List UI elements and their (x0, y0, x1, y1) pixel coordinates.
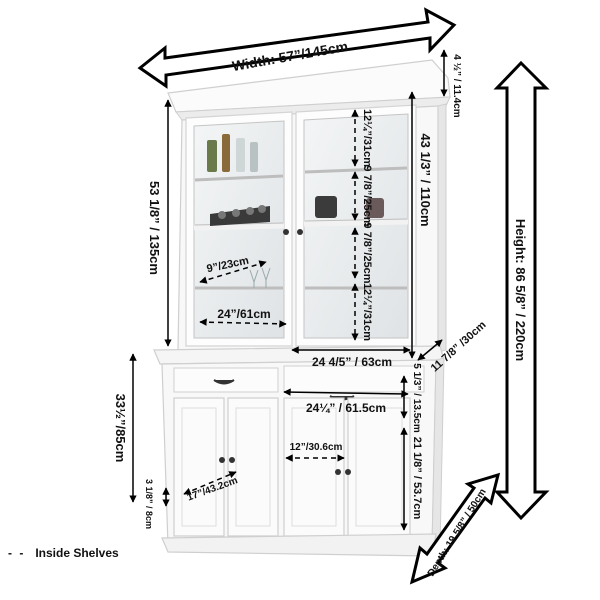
hutch-cabinet (167, 59, 451, 353)
shelf-bottles (207, 134, 258, 172)
top-molding-label: 4 ½” / 11.4cm (451, 54, 462, 117)
foot-height-label: 3 1/8” / 8cm (144, 479, 154, 529)
drawer-width-line (283, 388, 409, 398)
base-height-label: 33½”/85cm (113, 394, 128, 463)
hutch-base-width-label: 24 4/5” / 63cm (312, 355, 392, 369)
hutch-height-label: 53 1/8” / 135cm (147, 181, 162, 275)
drawer-width-label: 24¼” / 61.5cm (306, 401, 386, 415)
glass-door-height-label: 43 1/3” / 110cm (418, 133, 433, 226)
legend: - - Inside Shelves (8, 546, 119, 560)
dashed-line-legend-icon: - - (8, 546, 26, 560)
drawer-handle-left (213, 379, 235, 385)
shelf-spacing-label-4: 12¼”/31cm (361, 283, 373, 341)
legend-text: Inside Shelves (35, 546, 119, 560)
shelf-spacing-label-1: 12¼”/31cm (361, 109, 373, 167)
drawer-height-label: 5 1/3” / 13.5cm (411, 363, 422, 433)
cabinet-inner-depth-label: 12”/30.6cm (290, 442, 343, 453)
inner-shelf-width-label: 24”/61cm (217, 307, 270, 321)
right-drawer (283, 365, 425, 393)
wine-rack (210, 205, 270, 226)
crown-molding (167, 59, 451, 113)
shelf-spacing-label-2: 9 7/8”/25cm (361, 165, 373, 226)
hutch-knob-right (297, 229, 303, 235)
height-arrow (493, 60, 550, 521)
base-cabinet (153, 345, 445, 557)
cabinet-knobs (219, 457, 351, 475)
depth-arrow (409, 472, 501, 585)
inner-shelf-depth-line (199, 260, 267, 284)
shelf-pots (315, 196, 384, 218)
hutch-knob-left (283, 229, 289, 235)
plinth (161, 533, 437, 557)
cabinet-inner-width-line (183, 471, 237, 495)
cabinet-door-height-label: 21 1/8” / 53.7cm (411, 437, 423, 520)
hutch-depth-line (417, 339, 443, 361)
width-arrow (137, 7, 457, 89)
height-label: Height: 86 5/8” / 220cm (513, 219, 528, 361)
shelf-spacing-label-3: 9 7/8”/25cm (361, 222, 373, 283)
